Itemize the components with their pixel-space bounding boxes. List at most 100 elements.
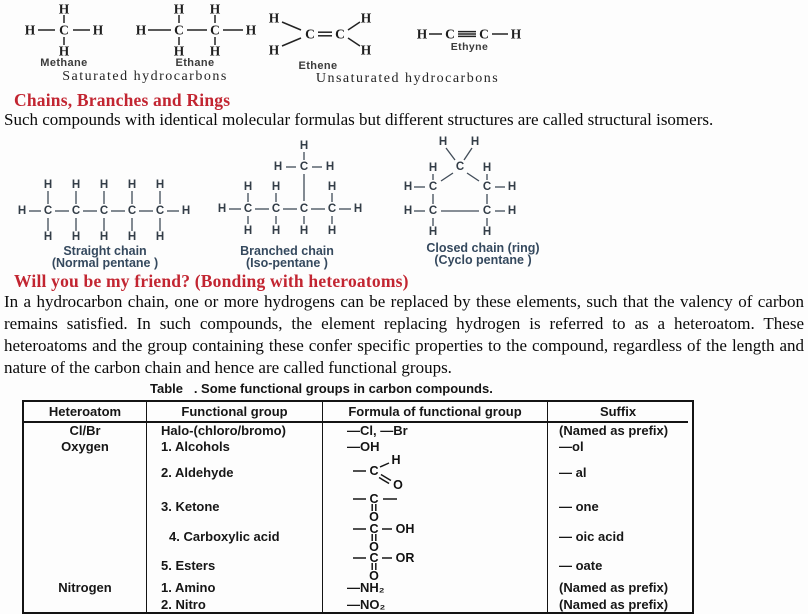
svg-text:H: H <box>269 43 280 58</box>
svg-text:O: O <box>369 540 379 554</box>
svg-text:H: H <box>326 161 334 173</box>
svg-text:O: O <box>369 569 379 583</box>
svg-text:OR: OR <box>396 551 415 565</box>
svg-text:H: H <box>93 23 104 38</box>
svg-text:H: H <box>417 27 428 42</box>
svg-text:C: C <box>300 161 308 173</box>
svg-text:H: H <box>174 44 185 59</box>
svg-text:O: O <box>393 478 403 492</box>
svg-text:H: H <box>272 225 280 237</box>
cell-heteroatom-blank1 <box>24 454 146 491</box>
svg-text:H: H <box>210 2 221 17</box>
cell-group-amino: 1. Amino <box>146 579 322 596</box>
svg-text:C: C <box>44 205 52 217</box>
closed-chain-label: Closed chain (ring) (Cyclo pentane ) <box>398 242 568 267</box>
col-header-formula: Formula of functional group <box>322 402 547 423</box>
svg-text:H: H <box>361 11 372 26</box>
svg-text:H: H <box>44 179 52 191</box>
svg-text:H: H <box>328 225 336 237</box>
cell-formula-halo: —Cl, —Br <box>322 423 547 438</box>
svg-text:C: C <box>483 181 491 193</box>
svg-text:C: C <box>272 203 280 215</box>
svg-text:C: C <box>456 161 464 173</box>
heteroatoms-paragraph: In a hydrocarbon chain, one or more hydr… <box>4 292 804 377</box>
methane-label: Methane <box>40 57 88 69</box>
svg-text:H: H <box>72 231 80 243</box>
svg-text:H: H <box>508 181 516 193</box>
closed-chain-label-line2: (Cyclo pentane ) <box>434 253 532 267</box>
svg-text:H: H <box>274 161 282 173</box>
cell-formula-amino: —NH₂ <box>322 579 547 596</box>
svg-text:H: H <box>244 181 252 193</box>
svg-text:H: H <box>156 231 164 243</box>
svg-text:H: H <box>483 226 491 238</box>
svg-text:C: C <box>174 23 184 38</box>
cell-group-carboxylic-acid: 4. Carboxylic acid <box>146 521 322 551</box>
svg-text:H: H <box>218 203 226 215</box>
col-header-heteroatom: Heteroatom <box>24 402 146 423</box>
svg-text:C: C <box>156 205 164 217</box>
svg-text:C: C <box>369 551 378 565</box>
svg-text:C: C <box>369 492 378 506</box>
svg-text:C: C <box>429 181 437 193</box>
cell-formula-nitro: —NO₂ <box>322 596 547 612</box>
svg-text:H: H <box>59 2 70 17</box>
svg-text:H: H <box>391 453 400 467</box>
cell-suffix-amino: (Named as prefix) <box>547 579 688 596</box>
col-header-functional-group: Functional group <box>146 402 322 423</box>
svg-text:H: H <box>59 44 70 59</box>
svg-text:H: H <box>361 43 372 58</box>
svg-text:C: C <box>479 27 489 42</box>
cell-heteroatom-oxygen: Oxygen <box>61 438 109 454</box>
straight-chain-label-line1: Straight chain <box>63 244 147 258</box>
col-header-suffix: Suffix <box>547 402 688 423</box>
svg-text:H: H <box>300 140 308 152</box>
saturated-hydrocarbons-label: Saturated hydrocarbons <box>62 69 228 84</box>
svg-text:C: C <box>305 27 315 42</box>
svg-text:H: H <box>354 203 362 215</box>
cell-suffix-halo: (Named as prefix) <box>547 423 688 438</box>
svg-text:H: H <box>100 179 108 191</box>
svg-text:C: C <box>59 23 69 38</box>
functional-groups-table: Heteroatom Functional group Formula of f… <box>22 400 694 614</box>
cell-group-ketone: 3. Ketone <box>146 491 322 521</box>
svg-text:H: H <box>508 205 516 217</box>
aldehyde-formula-structure: CHO <box>353 453 403 492</box>
svg-text:H: H <box>471 136 479 148</box>
cell-suffix-aldehyde: — al <box>547 454 688 491</box>
svg-text:H: H <box>246 23 257 38</box>
section-heading-bonding-heteroatoms: Will you be my friend? (Bonding with het… <box>14 271 409 291</box>
svg-text:H: H <box>429 226 437 238</box>
cell-heteroatom-nitrogen: Nitrogen <box>58 580 112 595</box>
svg-text:H: H <box>210 44 221 59</box>
svg-text:C: C <box>244 203 252 215</box>
svg-text:C: C <box>128 205 136 217</box>
cell-formula-alcohols: —OH <box>322 438 547 454</box>
cell-heteroatom-blank3 <box>24 521 146 551</box>
straight-chain-label-line2: (Normal pentane ) <box>51 256 159 270</box>
svg-text:H: H <box>429 162 437 174</box>
unsaturated-hydrocarbons-label: Unsaturated hydrocarbons <box>315 71 500 86</box>
cell-group-nitro: 2. Nitro <box>146 596 322 612</box>
table-caption: Table . Some functional groups in carbon… <box>150 381 493 396</box>
svg-text:H: H <box>100 231 108 243</box>
svg-text:C: C <box>300 203 308 215</box>
branched-chain-label-line1: Branched chain <box>240 244 334 258</box>
svg-text:H: H <box>404 205 412 217</box>
svg-text:H: H <box>72 179 80 191</box>
cell-group-halo: Halo-(chloro/bromo) <box>146 423 322 438</box>
svg-text:H: H <box>44 231 52 243</box>
svg-text:H: H <box>174 2 185 17</box>
structural-isomers-sentence: Such compounds with identical molecular … <box>4 110 714 129</box>
svg-text:H: H <box>404 181 412 193</box>
svg-text:H: H <box>128 231 136 243</box>
svg-text:H: H <box>156 179 164 191</box>
